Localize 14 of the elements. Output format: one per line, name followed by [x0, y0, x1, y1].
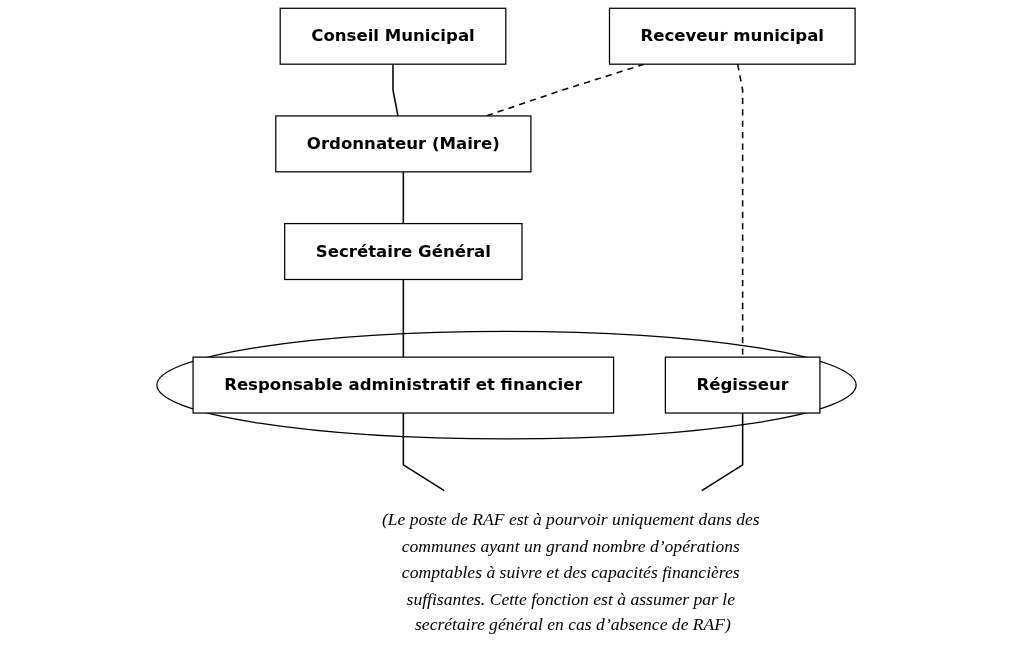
node-box: Ordonnateur (Maire) [275, 115, 532, 173]
connector [701, 412, 744, 492]
connector [402, 171, 405, 225]
connector [736, 63, 744, 358]
node-box: Conseil Municipal [279, 7, 507, 65]
node-box: Responsable administratif et financier [192, 356, 615, 414]
connector [402, 412, 445, 492]
node-text: (Le poste de RAF est à pourvoir uniquement dans des communes ayant un grand nombre d’opérations comptables à suivre et des capacités financières suffisantes. Cette fonction est à assumer par le secrétaire général en cas d’absence de RAF) [381, 509, 760, 635]
node-box: Régisseur [664, 356, 821, 414]
cluster [156, 330, 857, 440]
node-box: Secrétaire Général [284, 223, 523, 281]
connector [392, 63, 399, 117]
connector [402, 278, 405, 358]
node-box: Receveur municipal [608, 7, 856, 65]
